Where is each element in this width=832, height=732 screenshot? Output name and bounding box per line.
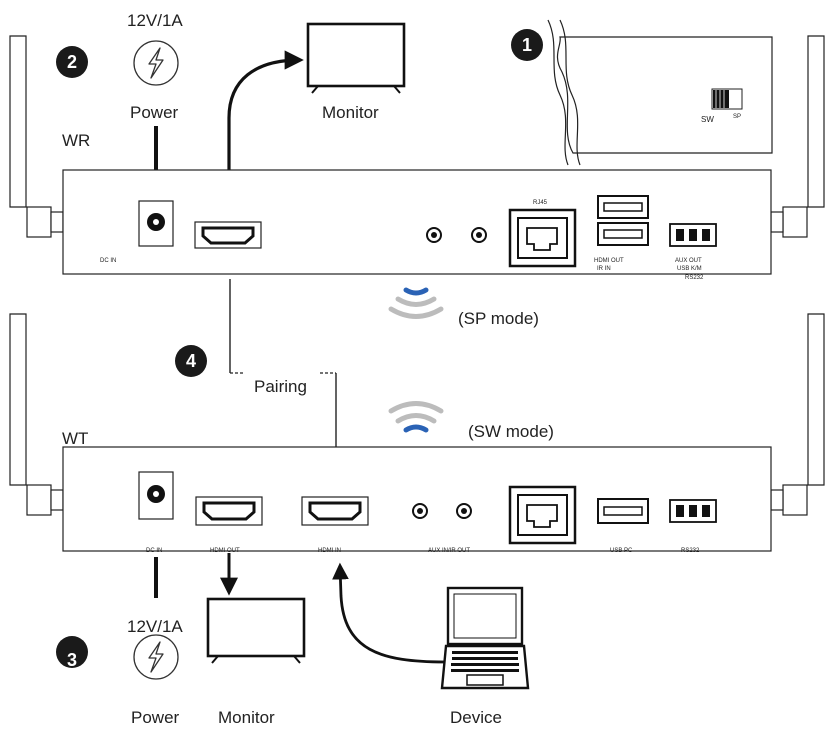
step-2-number: 2 xyxy=(67,52,77,72)
transmitter-antenna-right xyxy=(770,313,825,516)
switch-sw-label: SW xyxy=(701,115,714,124)
transmitter-hdmi-in-port[interactable] xyxy=(301,496,369,526)
receiver-usb-km-label: USB K/M xyxy=(677,266,702,272)
step-2-badge xyxy=(56,46,88,78)
receiver-antenna-right xyxy=(770,35,825,238)
step-3-number: 3 xyxy=(67,650,77,670)
transmitter-ir-jack[interactable] xyxy=(456,503,472,519)
transmitter-mode-label: (SW mode) xyxy=(468,422,554,441)
transmitter-hdmi-in-label: HDMI IN xyxy=(318,548,341,554)
transmitter-rj45-port[interactable] xyxy=(508,485,577,545)
step-3-badge xyxy=(56,636,88,668)
monitor-top-icon xyxy=(306,22,406,94)
power-plug-icon xyxy=(133,40,179,86)
receiver-rs232-label: RS232 xyxy=(685,275,704,281)
hdmi-cable-device xyxy=(332,562,446,664)
transmitter-name: WT xyxy=(62,429,88,448)
transmitter-panel xyxy=(62,446,772,552)
transmitter-aux-jack[interactable] xyxy=(412,503,428,519)
step-1-badge xyxy=(511,29,543,61)
transmitter-hdmi-out-label: HDMI OUT xyxy=(210,548,240,554)
power-bottom-label: Power xyxy=(131,708,180,727)
wifi-send-icon xyxy=(388,401,444,433)
receiver-ir-jack[interactable] xyxy=(471,227,487,243)
transmitter-rs232-label: RS232 xyxy=(681,548,700,554)
transmitter-hdmi-out-port[interactable] xyxy=(195,496,263,526)
receiver-rj45-label: RJ45 xyxy=(533,200,548,206)
monitor-top-label: Monitor xyxy=(322,103,379,122)
monitor-bottom-label: Monitor xyxy=(218,708,275,727)
wifi-receive-icon xyxy=(388,287,444,319)
device-label: Device xyxy=(450,708,502,727)
receiver-ir-in-label: IR IN xyxy=(597,266,611,272)
receiver-panel xyxy=(62,169,772,275)
transmitter-dc-label: DC IN xyxy=(146,548,162,554)
transmitter-terminal-block[interactable] xyxy=(669,499,717,523)
power-top-rating: 12V/1A xyxy=(127,11,183,30)
receiver-mode-label: (SP mode) xyxy=(458,309,539,328)
hdmi-cable-top xyxy=(227,50,304,222)
receiver-hdmi-out-label: HDMI OUT xyxy=(594,258,624,264)
power-top-label: Power xyxy=(130,103,179,122)
receiver-antenna-left xyxy=(9,35,64,238)
receiver-rj45-port[interactable] xyxy=(508,208,577,268)
power-bottom-rating: 12V/1A xyxy=(127,617,183,636)
receiver-hdmi-port[interactable] xyxy=(194,221,262,249)
switch-detail: SW SP xyxy=(547,19,773,166)
transmitter-usb-port[interactable] xyxy=(597,498,649,524)
transmitter-aux-ir-label: AUX IN/IR OUT xyxy=(428,548,470,554)
monitor-bottom-icon xyxy=(206,597,306,664)
receiver-usb-ports[interactable] xyxy=(597,195,649,246)
receiver-dc-port[interactable] xyxy=(138,200,174,247)
step-4-number: 4 xyxy=(186,351,196,371)
step-1-number: 1 xyxy=(522,35,532,55)
receiver-name: WR xyxy=(62,131,90,150)
receiver-dc-label: DC IN xyxy=(100,258,116,264)
receiver-aux-jack[interactable] xyxy=(426,227,442,243)
receiver-terminal-block[interactable] xyxy=(669,223,717,247)
transmitter-antenna-left xyxy=(9,313,64,516)
power-plug-icon-bottom xyxy=(133,634,179,680)
transmitter-usb-pc-label: USB PC xyxy=(610,548,633,554)
receiver-aux-out-label: AUX OUT xyxy=(675,258,702,264)
pairing-label: Pairing xyxy=(254,377,307,396)
laptop-icon xyxy=(440,586,530,690)
transmitter-dc-port[interactable] xyxy=(138,471,174,520)
switch-sp-label: SP xyxy=(733,114,741,120)
step-4-badge xyxy=(175,345,207,377)
